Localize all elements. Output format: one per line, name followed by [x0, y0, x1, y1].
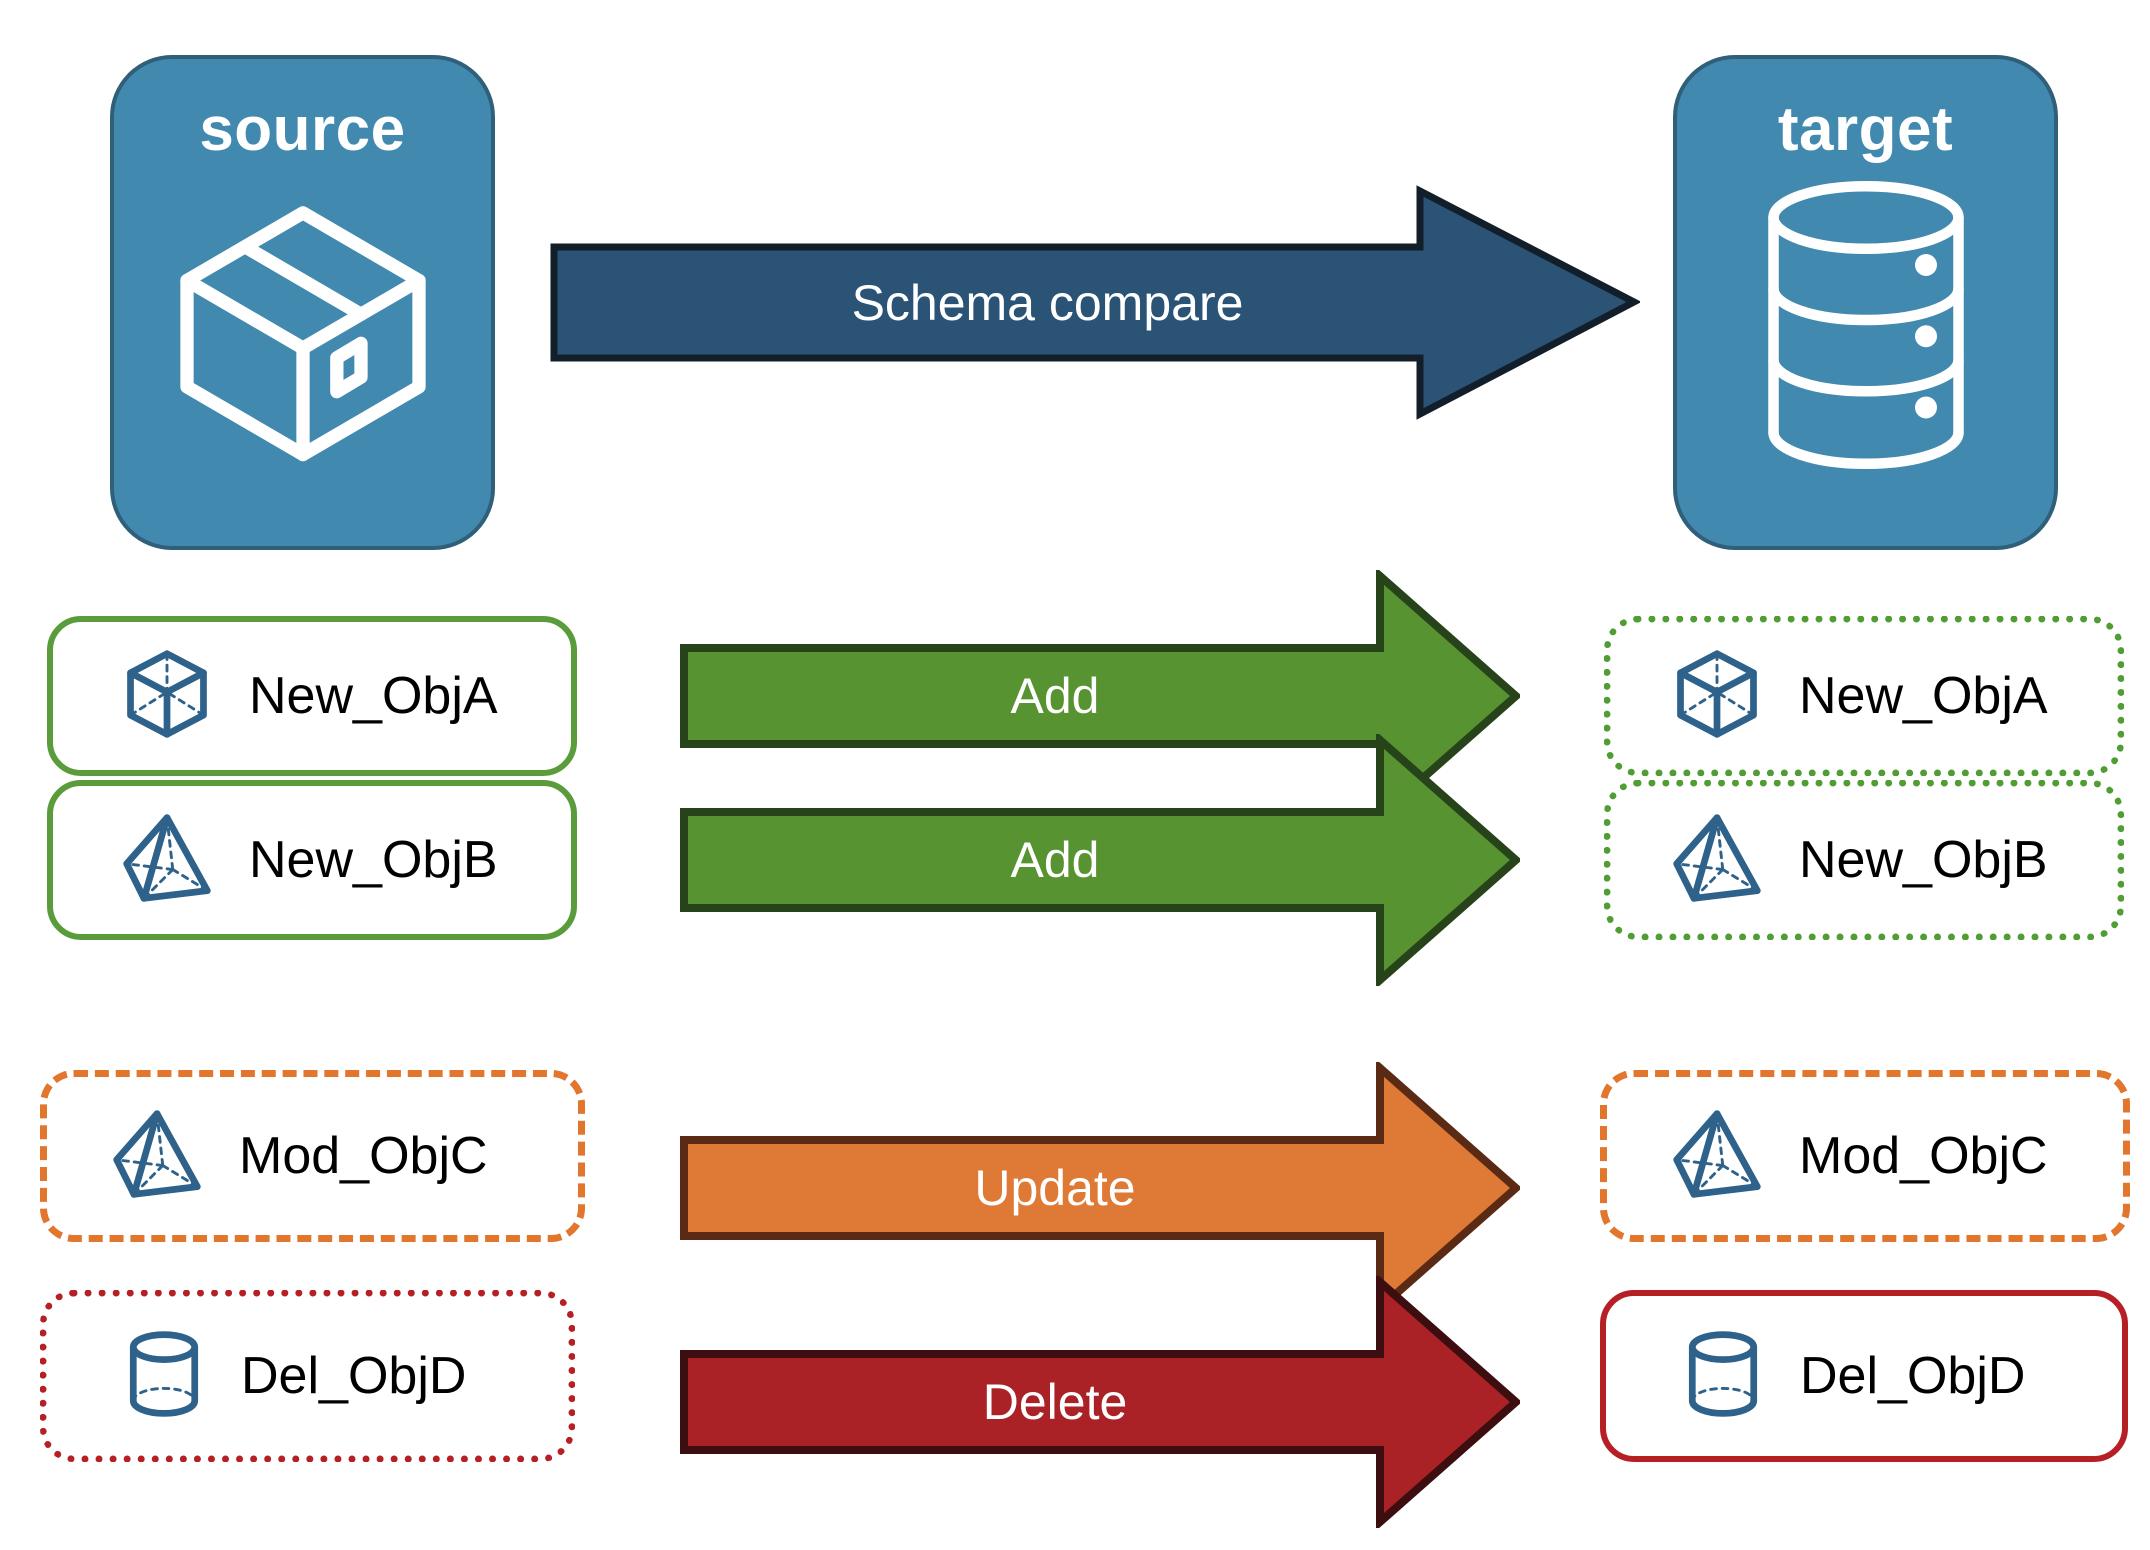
cube-wireframe-icon: [119, 646, 215, 747]
pyramid-wireframe-icon: [119, 810, 215, 911]
schema-compare-label: Schema compare: [851, 274, 1244, 331]
target-object-card[interactable]: Del_ObjD: [1600, 1290, 2128, 1462]
target-object-label: Del_ObjD: [1800, 1347, 2026, 1405]
object-row: New_ObjA Add: [0, 567, 2150, 825]
source-endpoint-title: source: [199, 95, 406, 164]
object-row: Mod_ObjC Update: [0, 1006, 2150, 1317]
source-object-label: Mod_ObjC: [239, 1127, 488, 1185]
source-object-label: New_ObjA: [249, 667, 498, 725]
target-object-label: Mod_ObjC: [1799, 1127, 2048, 1185]
target-object-card[interactable]: Mod_ObjC: [1600, 1070, 2130, 1242]
update-arrow-label: Update: [974, 1160, 1136, 1216]
object-row: Del_ObjD Delete: [0, 1273, 2150, 1531]
pyramid-wireframe-icon: [109, 1106, 205, 1207]
source-object-card[interactable]: Del_ObjD: [40, 1290, 575, 1462]
pyramid-wireframe-icon: [1669, 1106, 1765, 1207]
add-arrow-label: Add: [1010, 832, 1100, 888]
source-object-label: New_ObjB: [249, 831, 498, 889]
box-wireframe-icon: [158, 179, 448, 474]
database-cylinder-icon: [1741, 175, 1991, 480]
target-object-label: New_ObjA: [1799, 667, 2048, 725]
source-endpoint-card[interactable]: source: [110, 55, 495, 550]
add-arrow-shape: [680, 731, 1523, 989]
source-object-card[interactable]: New_ObjA: [47, 616, 577, 776]
delete-action-arrow[interactable]: Delete: [680, 1273, 1523, 1531]
schema-compare-arrow-shape: [550, 185, 1640, 420]
delete-arrow-label: Delete: [982, 1374, 1128, 1430]
update-action-arrow[interactable]: Update: [680, 1059, 1523, 1317]
add-action-arrow[interactable]: Add: [680, 731, 1523, 989]
cube-wireframe-icon: [1669, 646, 1765, 747]
object-row: New_ObjB Add: [0, 731, 2150, 989]
target-endpoint-title: target: [1777, 95, 1954, 164]
delete-arrow-shape: [680, 1273, 1523, 1531]
source-object-card[interactable]: New_ObjB: [47, 780, 577, 940]
add-arrow-shape: [680, 567, 1523, 825]
update-arrow-shape: [680, 1059, 1523, 1317]
source-object-label: Del_ObjD: [241, 1347, 467, 1405]
pyramid-wireframe-icon: [1669, 810, 1765, 911]
schema-compare-arrow[interactable]: Schema compare: [550, 185, 1640, 420]
cylinder-wireframe-icon: [1680, 1326, 1766, 1427]
target-object-card[interactable]: New_ObjA: [1604, 616, 2124, 776]
add-action-arrow[interactable]: Add: [680, 567, 1523, 825]
target-object-card[interactable]: New_ObjB: [1604, 780, 2124, 940]
target-object-label: New_ObjB: [1799, 831, 2048, 889]
cylinder-wireframe-icon: [121, 1326, 207, 1427]
source-object-card[interactable]: Mod_ObjC: [40, 1070, 585, 1242]
target-endpoint-card[interactable]: target: [1673, 55, 2058, 550]
add-arrow-label: Add: [1010, 668, 1100, 724]
